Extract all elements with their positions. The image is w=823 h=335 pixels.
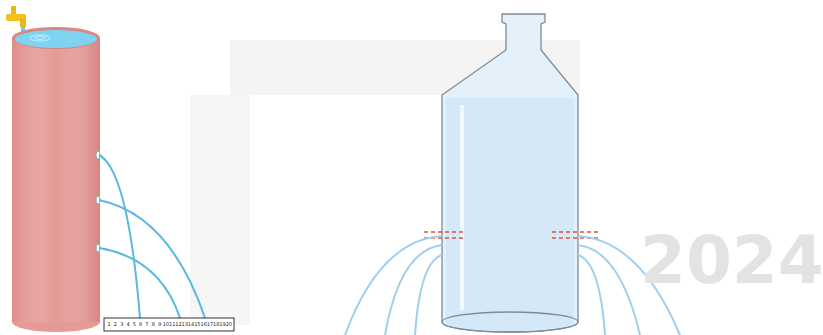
watermark: 2024 bbox=[640, 228, 823, 294]
ruler-number: 8 bbox=[152, 322, 155, 327]
water-jet bbox=[99, 155, 205, 318]
ruler-number: 3 bbox=[120, 322, 123, 327]
ruler-number: 18 bbox=[213, 322, 219, 327]
ruler-number: 2 bbox=[114, 322, 117, 327]
water-jet bbox=[345, 236, 680, 335]
ruler-number: 4 bbox=[126, 322, 129, 327]
ruler-number: 15 bbox=[194, 322, 200, 327]
ruler-number: 14 bbox=[188, 322, 194, 327]
ruler-number: 11 bbox=[169, 322, 175, 327]
ruler-number: 5 bbox=[133, 322, 136, 327]
ruler-number: 12 bbox=[175, 322, 181, 327]
ruler-number: 6 bbox=[139, 322, 142, 327]
ruler-number: 19 bbox=[219, 322, 225, 327]
ruler bbox=[104, 318, 234, 331]
ruler-number: 7 bbox=[145, 322, 148, 327]
water-tap bbox=[6, 6, 26, 27]
ruler-number: 16 bbox=[200, 322, 206, 327]
ruler-number: 13 bbox=[182, 322, 188, 327]
hole-marker bbox=[424, 232, 598, 238]
ruler-number: 9 bbox=[158, 322, 161, 327]
watermark-shape bbox=[190, 95, 250, 325]
water-tank bbox=[12, 27, 100, 332]
ruler-number: 1 bbox=[108, 322, 111, 327]
ruler-number: 20 bbox=[226, 322, 232, 327]
tank-hole bbox=[96, 151, 100, 252]
ruler-number: 10 bbox=[163, 322, 169, 327]
glass-bottle bbox=[442, 14, 578, 332]
ruler-number: 17 bbox=[207, 322, 213, 327]
